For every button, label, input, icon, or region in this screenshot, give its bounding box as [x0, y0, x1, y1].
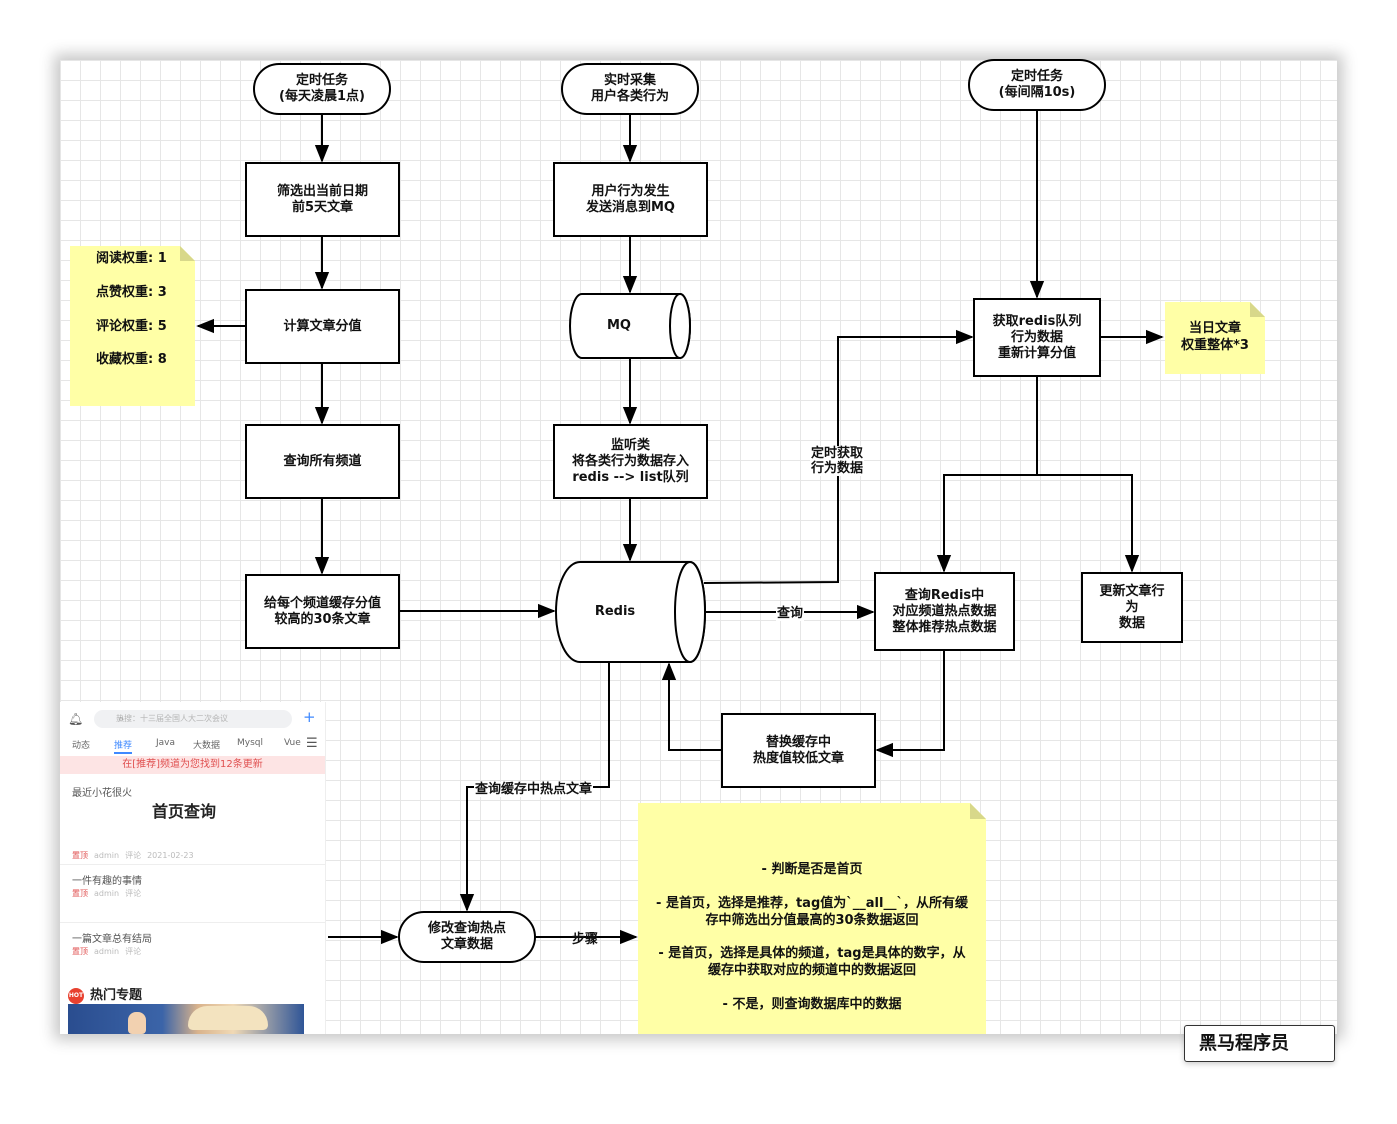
realtime-node: [561, 63, 699, 115]
app-preview-panel: 🔔︎ ⌕ 热搜：十三届全国人大二次会议 + 动态 推荐 Java 大数据 Mys…: [60, 702, 326, 1034]
mq-node: [569, 293, 691, 359]
divider: [60, 864, 325, 865]
weight-comment: 评论权重: 5: [96, 319, 167, 334]
edge-replace-redis: [661, 662, 722, 751]
timer-10s-node: [968, 59, 1106, 111]
menu-icon[interactable]: ☰: [306, 736, 318, 751]
weight-like: 点赞权重: 3: [96, 285, 167, 300]
update-article-node: [1081, 572, 1183, 643]
edge-getqueue-update: [1037, 474, 1140, 573]
today-note-shape: [1165, 302, 1265, 374]
weight-favorite: 收藏权重: 8: [96, 352, 167, 367]
logic-line-3: 存中筛选出分值最高的30条数据返回: [705, 913, 919, 928]
logic-line-6: - 不是，则查询数据库中的数据: [722, 997, 902, 1012]
listener-node: [553, 424, 708, 499]
tab-java[interactable]: Java: [156, 738, 176, 748]
article1-small-title[interactable]: 最近小花很火: [72, 788, 132, 799]
app-search-placeholder: 热搜：十三届全国人大二次会议: [116, 714, 228, 723]
steps-edge-label: 步骤: [572, 932, 599, 947]
hot-icon: HOT: [68, 987, 84, 1004]
filter-articles-node: [245, 162, 400, 237]
timed-fetch-label: 定时获取 行为数据: [810, 446, 865, 476]
bell-icon[interactable]: 🔔︎: [68, 712, 84, 726]
tab-vue[interactable]: Vue: [284, 738, 301, 748]
user-behavior-node: [553, 162, 708, 237]
timer-daily-node: [253, 63, 391, 115]
calc-score-node: [245, 289, 400, 364]
article2-title[interactable]: 一件有趣的事情: [72, 876, 142, 887]
update-banner: 在[推荐]频道为您找到12条更新: [60, 756, 325, 774]
query-redis-node: [874, 572, 1015, 651]
modify-query-node: [398, 911, 536, 963]
edge-getqueue-queryredis: [936, 376, 1038, 573]
logic-line-2: - 是首页，选择是推荐，tag值为`__all__`，从所有缓: [656, 896, 968, 911]
query-channels-node: [245, 424, 400, 499]
tab-dynamic[interactable]: 动态: [72, 741, 91, 751]
hot-topic-image[interactable]: [68, 1004, 304, 1034]
app-search-input[interactable]: ⌕ 热搜：十三届全国人大二次会议: [94, 710, 292, 728]
cache-top30-node: [245, 574, 400, 649]
app-search-row: 🔔︎ ⌕ 热搜：十三届全国人大二次会议 +: [60, 708, 325, 730]
edges: [196, 110, 1164, 945]
weights-note-shape: [70, 246, 195, 406]
logic-note-shape: [638, 803, 986, 1034]
article3-title[interactable]: 一篇文章总有结局: [72, 934, 152, 945]
logic-line-4: - 是首页，选择是具体的频道，tag是具体的数字，从: [658, 946, 966, 961]
divider: [60, 922, 325, 923]
logic-line-1: - 判断是否是首页: [761, 862, 863, 877]
query-cache-edge-label: 查询缓存中热点文章: [474, 782, 594, 797]
brand-watermark: 黑马程序员: [1184, 1025, 1335, 1062]
search-icon: ⌕: [118, 712, 125, 725]
replace-cache-node: [721, 713, 876, 788]
weight-read: 阅读权重: 1: [96, 251, 167, 266]
tab-recommend[interactable]: 推荐: [114, 738, 133, 754]
edge-queryredis-replace: [875, 650, 945, 758]
tab-mysql[interactable]: Mysql: [237, 738, 263, 748]
plus-icon[interactable]: +: [303, 708, 316, 726]
today-line-1: 当日文章: [1188, 321, 1241, 336]
redis-node: [555, 561, 706, 663]
logic-line-5: 缓存中获取对应的频道中的数据返回: [707, 963, 916, 978]
tab-bigdata[interactable]: 大数据: [193, 741, 221, 751]
today-line-2: 权重整体*3: [1181, 338, 1249, 353]
app-tabs: 动态 推荐 Java 大数据 Mysql Vue ☰: [60, 736, 325, 754]
article1-big-title[interactable]: 首页查询: [152, 802, 217, 821]
query-edge-label: 查询: [776, 606, 805, 621]
get-redis-queue-node: [973, 298, 1101, 377]
